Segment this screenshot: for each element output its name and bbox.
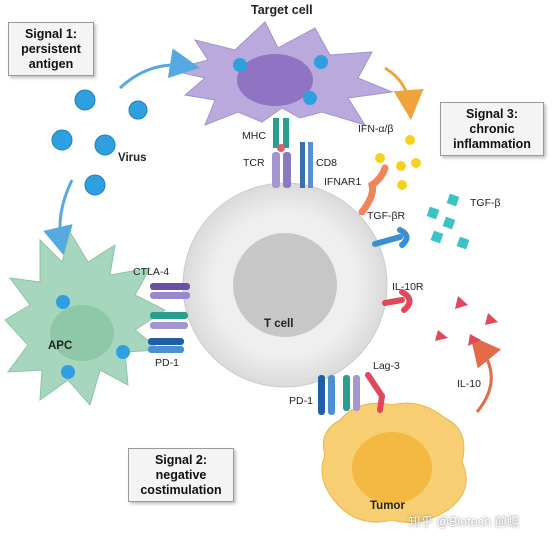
arrow-target-to-ifn [384, 66, 424, 120]
ctla4-label: CTLA-4 [133, 266, 170, 278]
mhc-label: MHC [242, 130, 266, 142]
tumor-label: Tumor [370, 500, 405, 512]
target-cell-nucleus [237, 54, 313, 106]
tgfbr-receptor [372, 227, 410, 248]
signal-3-line-3: inflammation [453, 137, 531, 151]
ifn-ab-label: IFN-α/β [358, 123, 394, 135]
target-cell-viruses [233, 55, 328, 105]
il10r-label: IL-10R [392, 281, 424, 293]
pd1-left-label: PD-1 [155, 357, 179, 369]
signal-3-box: Signal 3: chronic inflammation [440, 102, 544, 156]
signal-3-line-1: Signal 3: [465, 107, 519, 121]
signal-2-line-3: costimulation [140, 483, 222, 497]
apc-nucleus [50, 305, 114, 361]
t-cell-nucleus [233, 233, 337, 337]
tgfb-molecules [426, 193, 470, 250]
tcr-label: TCR [243, 157, 265, 169]
virus-label: Virus [118, 152, 147, 164]
il10-label: IL-10 [457, 378, 481, 390]
ifn-molecules [375, 135, 421, 190]
cd8-label: CD8 [316, 157, 338, 169]
apc-viruses [56, 295, 130, 379]
signal-3-line-2: chronic [469, 122, 515, 136]
tgfbr-label: TGF-βR [367, 210, 406, 222]
signal-1-line-3: antigen [28, 57, 74, 71]
il10-molecules [435, 296, 498, 346]
tumor-nucleus [352, 432, 432, 504]
target-cell-label: Target cell [251, 3, 313, 17]
signal-2-line-1: Signal 2: [154, 453, 208, 467]
signal-1-line-2: persistent [21, 42, 81, 56]
ifnar1-label: IFNAR1 [324, 176, 362, 188]
ifnar1-receptor [358, 164, 389, 216]
signal-2-box: Signal 2: negative costimulation [128, 448, 234, 502]
free-viruses [51, 89, 148, 196]
il10r-receptor [382, 289, 413, 313]
pd1-bottom-label: PD-1 [289, 395, 313, 407]
watermark: 知乎 @Biotech 前瞻 [408, 515, 520, 529]
apc-label: APC [48, 340, 73, 352]
tumor-tcell-receptors [318, 372, 386, 415]
arrow-tumor-to-il10 [470, 335, 502, 413]
signal-1-box: Signal 1: persistent antigen [8, 22, 94, 76]
signal-1-line-1: Signal 1: [24, 27, 78, 41]
tcr-mhc-complex [272, 118, 313, 188]
lag3-label: Lag-3 [373, 360, 400, 372]
arrow-virus-to-apc [43, 179, 74, 257]
tgfb-label: TGF-β [470, 197, 501, 209]
signal-2-line-2: negative [155, 468, 207, 482]
t-cell-label: T cell [264, 318, 294, 330]
apc-tcell-receptors [148, 283, 190, 353]
arrow-virus-to-target [118, 48, 200, 90]
